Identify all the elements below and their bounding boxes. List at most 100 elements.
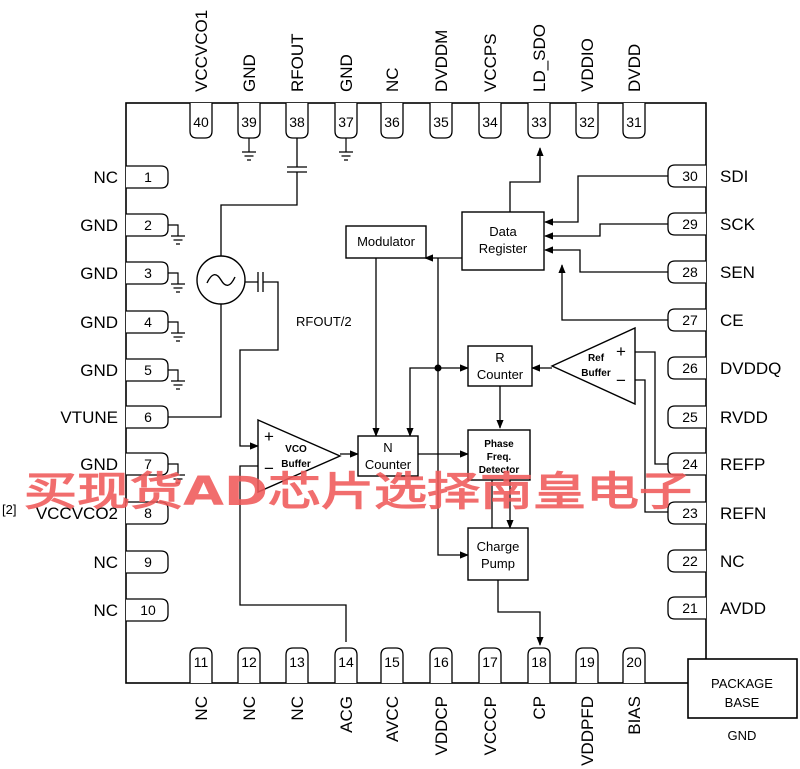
pin-name: SDI [720, 167, 748, 186]
svg-text:−: − [616, 371, 626, 390]
pin-right-24: 24 REFP [667, 452, 765, 476]
modulator-block: Modulator [345, 225, 427, 259]
pin-name: AVCC [383, 696, 402, 742]
pin-number: 37 [338, 114, 354, 130]
pin-right-30: 30 SDI [667, 164, 748, 188]
pin-number: 22 [682, 553, 698, 569]
pin-name: GND [80, 361, 118, 380]
pin-number: 15 [384, 654, 400, 670]
pin-name: GND [337, 54, 356, 92]
pin-name: NC [192, 696, 211, 721]
pin-name: GND [80, 216, 118, 235]
pin-name: RVDD [720, 408, 768, 427]
pin-number: 9 [144, 554, 152, 570]
pin-name: VCCVCO2 [36, 504, 118, 523]
pin-number: 8 [144, 505, 152, 521]
watermark-text: 买现货AD芯片选择南皇电子 [24, 469, 692, 515]
pin-number: 10 [140, 602, 156, 618]
pfd-block: Phase Freq. Detector [467, 429, 531, 481]
pin-number: 28 [682, 264, 698, 280]
chip-body [125, 102, 707, 684]
charge-pump-block: Charge Pump [467, 527, 529, 581]
pin-name: NC [93, 553, 118, 572]
pin-left-8: 8 VCCVCO2 [36, 501, 169, 525]
svg-text:R: R [495, 350, 504, 365]
svg-text:Counter: Counter [477, 367, 524, 382]
pin-top-40: 40 VCCVCO1 [189, 10, 213, 139]
svg-text:−: − [264, 459, 274, 478]
n-counter-block: N Counter [357, 435, 419, 477]
pin-number: 11 [194, 654, 209, 670]
pin-number: 4 [144, 314, 152, 330]
r-counter-block: R Counter [467, 345, 533, 387]
pin-left-9: 9 NC [93, 550, 169, 574]
pin-name: DVDDM [432, 30, 451, 92]
pin-name: DVDD [625, 44, 644, 92]
pin-top-32: 32 VDDIO [575, 38, 599, 139]
svg-text:Charge: Charge [477, 539, 520, 554]
pin-number: 30 [682, 168, 698, 184]
svg-text:Pump: Pump [481, 556, 515, 571]
pin-name: NC [383, 67, 402, 92]
svg-text:Buffer: Buffer [581, 368, 611, 379]
svg-text:Counter: Counter [365, 457, 412, 472]
pin-left-4: 4 GND [80, 310, 169, 334]
pin-number: 25 [682, 409, 698, 425]
junction-dot [434, 364, 442, 372]
pin-name: VDDIO [578, 38, 597, 92]
package-base-label-2: BASE [725, 695, 760, 710]
package-base-label-1: PACKAGE [711, 676, 773, 691]
pin-number: 27 [682, 312, 698, 328]
svg-text:Ref: Ref [588, 353, 605, 364]
svg-text:Modulator: Modulator [357, 234, 415, 249]
pin-name: SCK [720, 215, 756, 234]
pin-number: 32 [579, 114, 595, 130]
pin-number: 35 [433, 114, 449, 130]
pin-number: 20 [626, 654, 642, 670]
pin-name: NC [288, 696, 307, 721]
data-register-block: Data Register [461, 211, 545, 271]
package-gnd-label: GND [728, 728, 757, 743]
svg-text:Buffer: Buffer [281, 459, 311, 470]
pin-name: REFP [720, 455, 765, 474]
package-base-box [687, 658, 798, 719]
pin-name: VCCVCO1 [192, 10, 211, 92]
vco-oscillator [196, 255, 246, 305]
pin-number: 18 [531, 654, 547, 670]
pin-number: 12 [241, 654, 257, 670]
pin-number: 5 [144, 362, 152, 378]
rfout-half-label: RFOUT/2 [296, 314, 352, 329]
pin-number: 24 [682, 456, 698, 472]
vco-buffer-block: VCO Buffer + − [257, 418, 342, 494]
pin-number: 17 [482, 654, 498, 670]
pin-name: DVDDQ [720, 359, 781, 378]
pin-name: NC [93, 168, 118, 187]
pin-number: 21 [682, 600, 698, 616]
pin-name: VTUNE [60, 408, 118, 427]
svg-text:N: N [383, 440, 392, 455]
ref-buffer-block: Ref Buffer + − [550, 326, 636, 406]
pin-number: 1 [144, 169, 152, 185]
pin-name: GND [80, 313, 118, 332]
footnote-marker: [2] [2, 502, 16, 517]
pin-number: 23 [682, 505, 698, 521]
pin-number: 40 [193, 114, 209, 130]
